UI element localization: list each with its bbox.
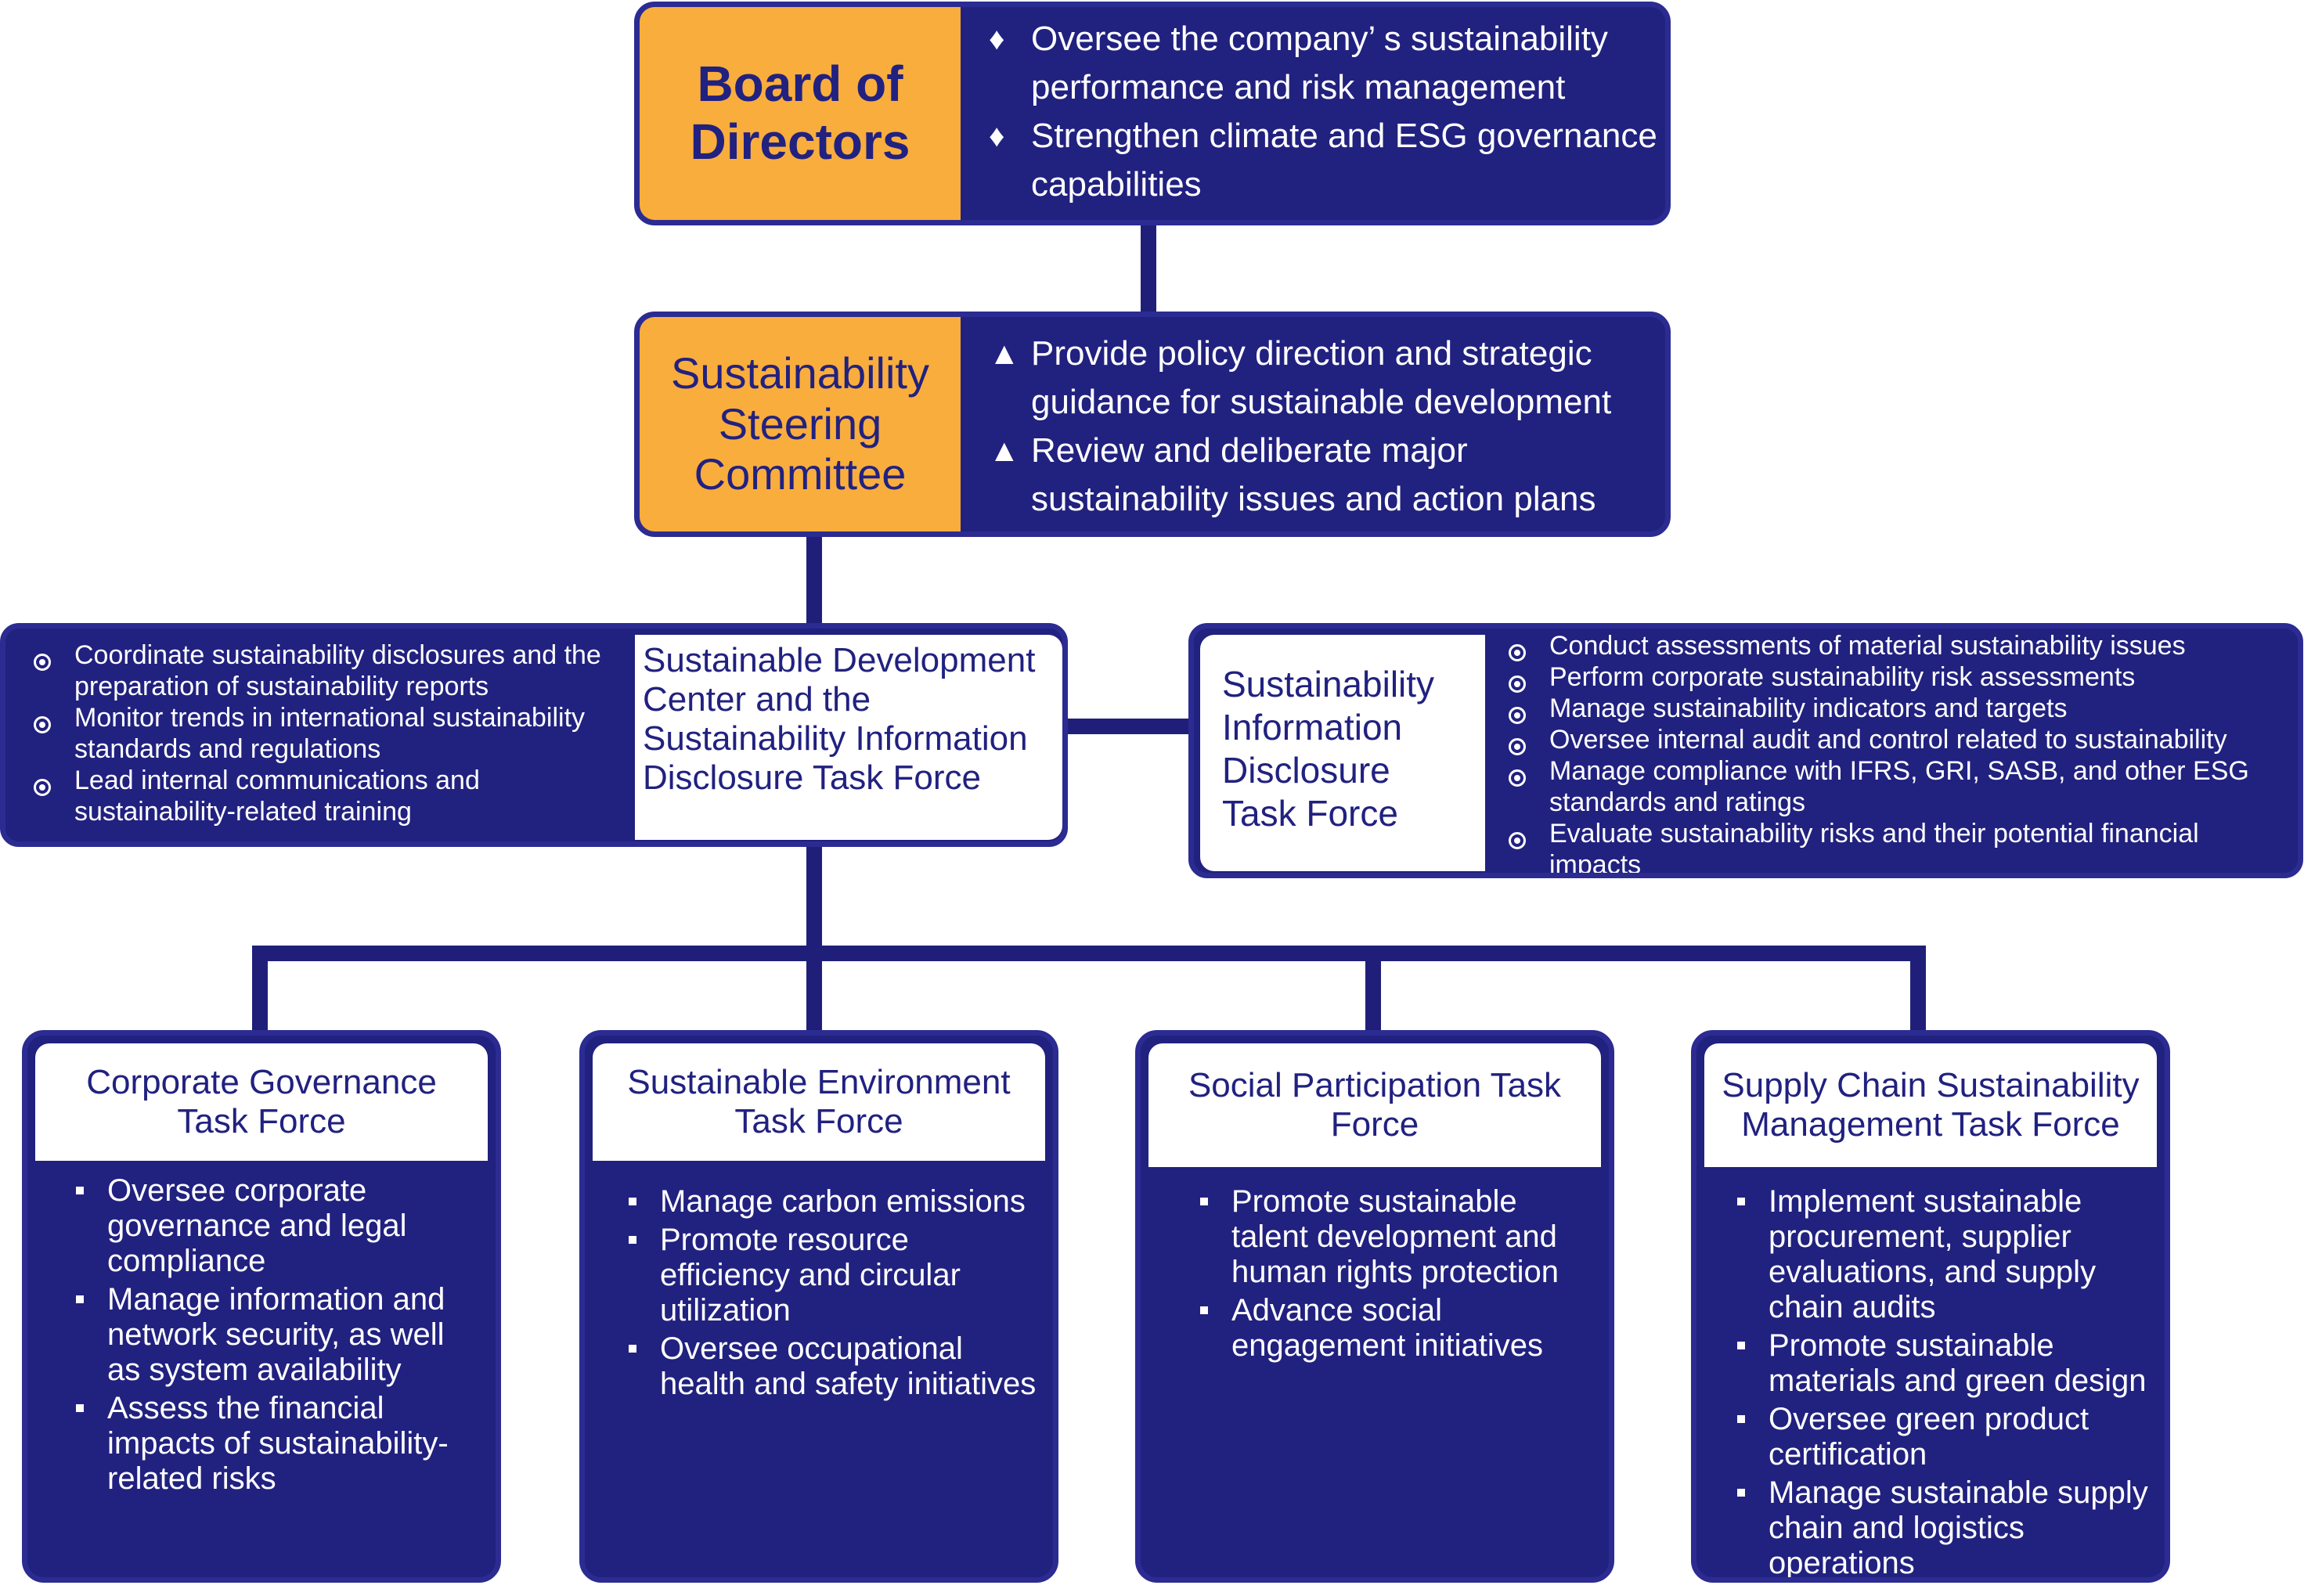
diamond-icon: ♦	[989, 22, 1005, 56]
ring-bullet-icon	[1509, 676, 1526, 693]
task-force-item: Promote resource efficiency and circular…	[629, 1223, 1044, 1328]
task-force-list: Promote sustainable talent development a…	[1200, 1184, 1599, 1367]
task-force-item: Promote sustainable materials and green …	[1737, 1328, 2160, 1399]
board-item: ♦Strengthen climate and ESG governance c…	[984, 112, 1657, 209]
ring-bullet-icon	[34, 779, 51, 796]
task-force-item: Implement sustainable procurement, suppl…	[1737, 1184, 2160, 1325]
ring-bullet-icon	[1509, 769, 1526, 787]
diamond-icon: ♦	[989, 119, 1005, 153]
sidtf-title-panel	[1200, 635, 1485, 871]
steering-title-panel: Sustainability Steering Committee	[640, 317, 961, 531]
ring-bullet-icon	[1509, 738, 1526, 755]
connector-board-steering	[1141, 222, 1156, 315]
task-force-item: Promote sustainable talent development a…	[1200, 1184, 1599, 1290]
task-force-title: Social Participation Task Force	[1148, 1043, 1601, 1167]
board-list: ♦Oversee the company’ s sustainability p…	[984, 15, 1657, 209]
board-item: ♦Oversee the company’ s sustainability p…	[984, 15, 1657, 112]
task-force-list: Oversee corporate governance and legal c…	[76, 1173, 483, 1500]
ring-bullet-icon	[1509, 707, 1526, 724]
square-bullet-icon	[76, 1295, 84, 1303]
square-bullet-icon	[629, 1198, 636, 1205]
ring-bullet-icon	[1509, 832, 1526, 849]
task-force-social-participation: Social Participation Task Force Promote …	[1135, 1030, 1614, 1583]
task-force-list: Implement sustainable procurement, suppl…	[1737, 1184, 2160, 1577]
sidtf-item: Evaluate sustainability risks and their …	[1505, 818, 2296, 873]
task-force-item: Manage carbon emissions	[629, 1184, 1044, 1220]
steering-title: Sustainability Steering Committee	[671, 348, 929, 499]
task-force-item: Oversee green product certification	[1737, 1402, 2160, 1472]
sdc-title-panel	[635, 635, 1062, 840]
task-force-item: Manage information and network security,…	[76, 1282, 483, 1388]
task-force-sustainable-environment: Sustainable Environment Task Force Manag…	[579, 1030, 1058, 1583]
ring-bullet-icon	[34, 654, 51, 671]
square-bullet-icon	[1200, 1306, 1208, 1314]
square-bullet-icon	[1200, 1198, 1208, 1205]
task-force-supply-chain: Supply Chain Sustainability Management T…	[1691, 1030, 2170, 1583]
ring-bullet-icon	[34, 716, 51, 733]
triangle-icon: ▲	[989, 434, 1020, 468]
triangle-icon: ▲	[989, 337, 1020, 371]
sidtf-item: Perform corporate sustainability risk as…	[1505, 661, 2296, 693]
square-bullet-icon	[1737, 1415, 1745, 1423]
task-force-item: Assess the financial impacts of sustaina…	[76, 1391, 483, 1497]
sdc-title: Sustainable Development Center and the S…	[643, 641, 1036, 797]
sdc-box: Coordinate sustainability disclosures an…	[0, 623, 1068, 847]
sdc-item: Coordinate sustainability disclosures an…	[31, 639, 610, 702]
task-force-title: Sustainable Environment Task Force	[593, 1043, 1045, 1161]
board-title-panel: Board of Directors	[640, 7, 961, 220]
sidtf-item: Conduct assessments of material sustaina…	[1505, 630, 2296, 661]
sidtf-list: Conduct assessments of material sustaina…	[1505, 630, 2296, 873]
square-bullet-icon	[76, 1404, 84, 1412]
task-force-list: Manage carbon emissions Promote resource…	[629, 1184, 1044, 1405]
connector-steering-sdc	[806, 532, 822, 626]
square-bullet-icon	[1737, 1342, 1745, 1349]
task-force-item: Oversee occupational health and safety i…	[629, 1331, 1044, 1402]
task-force-title: Supply Chain Sustainability Management T…	[1704, 1043, 2157, 1167]
board-title: Board of Directors	[690, 56, 910, 170]
task-force-corporate-governance: Corporate Governance Task Force Oversee …	[22, 1030, 501, 1583]
task-force-item: Manage sustainable supply chain and logi…	[1737, 1475, 2160, 1577]
connector-horizontal-bus	[252, 946, 1926, 961]
sdc-item: Lead internal communications and sustain…	[31, 765, 610, 827]
connector-drop-4	[1910, 946, 1926, 1039]
steering-item: ▲Review and deliberate major sustainabil…	[984, 427, 1657, 524]
square-bullet-icon	[629, 1236, 636, 1244]
sidtf-box: Sustainability Information Disclosure Ta…	[1188, 623, 2303, 878]
steering-item: ▲Provide policy direction and strategic …	[984, 330, 1657, 427]
sidtf-item: Manage compliance with IFRS, GRI, SASB, …	[1505, 755, 2296, 818]
connector-drop-3	[1365, 946, 1381, 1039]
sidtf-item: Oversee internal audit and control relat…	[1505, 724, 2296, 755]
board-box: Board of Directors ♦Oversee the company’…	[634, 2, 1671, 225]
square-bullet-icon	[76, 1187, 84, 1194]
square-bullet-icon	[1737, 1489, 1745, 1497]
steering-box: Sustainability Steering Committee ▲Provi…	[634, 312, 1671, 537]
sdc-list: Coordinate sustainability disclosures an…	[31, 639, 610, 827]
steering-list: ▲Provide policy direction and strategic …	[984, 330, 1657, 524]
connector-drop-1	[252, 946, 268, 1039]
sdc-item: Monitor trends in international sustaina…	[31, 702, 610, 765]
connector-sdc-sidtf	[1063, 719, 1193, 734]
square-bullet-icon	[629, 1345, 636, 1353]
task-force-item: Advance social engagement initiatives	[1200, 1293, 1599, 1364]
connector-sdc-trunk	[806, 842, 822, 1036]
sidtf-item: Manage sustainability indicators and tar…	[1505, 693, 2296, 724]
square-bullet-icon	[1737, 1198, 1745, 1205]
sidtf-title: Sustainability Information Disclosure Ta…	[1222, 664, 1435, 834]
ring-bullet-icon	[1509, 644, 1526, 661]
task-force-title: Corporate Governance Task Force	[35, 1043, 488, 1161]
task-force-item: Oversee corporate governance and legal c…	[76, 1173, 483, 1279]
